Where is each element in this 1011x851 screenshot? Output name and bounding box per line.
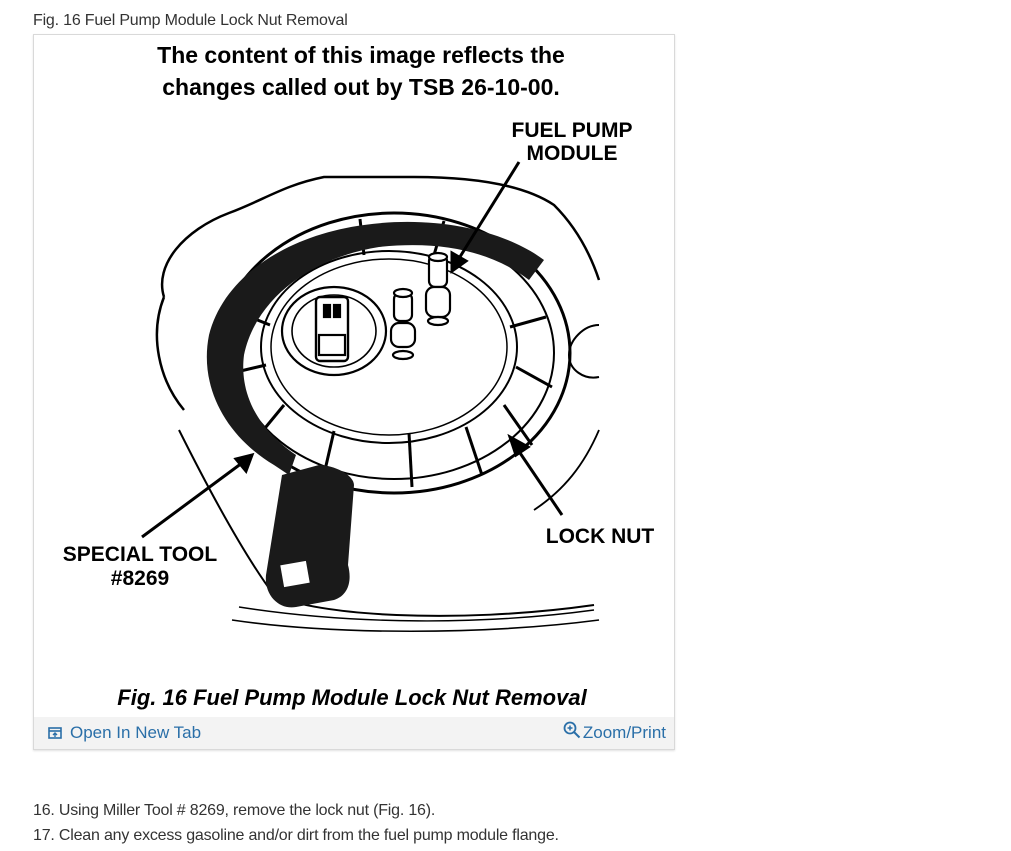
figure-toolbar: Open In New Tab Zoom/Print <box>34 717 674 749</box>
label-fuel-pump-module-line-1: FUEL PUMP <box>512 119 633 142</box>
step-16: 16. Using Miller Tool # 8269, remove the… <box>33 802 436 819</box>
figure-caption: Fig. 16 Fuel Pump Module Lock Nut Remova… <box>33 12 348 29</box>
fuel-pump-diagram: The content of this image reflects the c… <box>63 42 655 710</box>
zoom-print-button[interactable]: Zoom/Print <box>563 721 666 743</box>
tsb-notice-line-2: changes called out by TSB 26-10-00. <box>162 74 560 100</box>
label-lock-nut: LOCK NUT <box>546 525 655 548</box>
step-17: 17. Clean any excess gasoline and/or dir… <box>33 827 559 844</box>
tsb-notice-line-1: The content of this image reflects the <box>157 42 565 68</box>
zoom-print-label: Zoom/Print <box>582 723 666 742</box>
label-fuel-pump-module-line-2: MODULE <box>527 142 618 165</box>
open-in-new-tab-label: Open In New Tab <box>70 723 202 742</box>
zoom-in-icon <box>563 721 581 739</box>
open-in-new-tab-button[interactable]: Open In New Tab <box>48 723 201 743</box>
figure-container: The content of this image reflects the c… <box>33 34 675 750</box>
label-special-tool-line-1: SPECIAL TOOL <box>63 543 218 566</box>
leader-arrows <box>141 161 564 539</box>
module-top <box>280 251 452 377</box>
procedure-steps: 16. Using Miller Tool # 8269, remove the… <box>33 801 559 851</box>
special-tool <box>206 221 544 608</box>
label-special-tool-line-2: #8269 <box>111 567 169 590</box>
image-caption: Fig. 16 Fuel Pump Module Lock Nut Remova… <box>117 685 587 710</box>
open-in-new-tab-icon <box>48 727 62 739</box>
